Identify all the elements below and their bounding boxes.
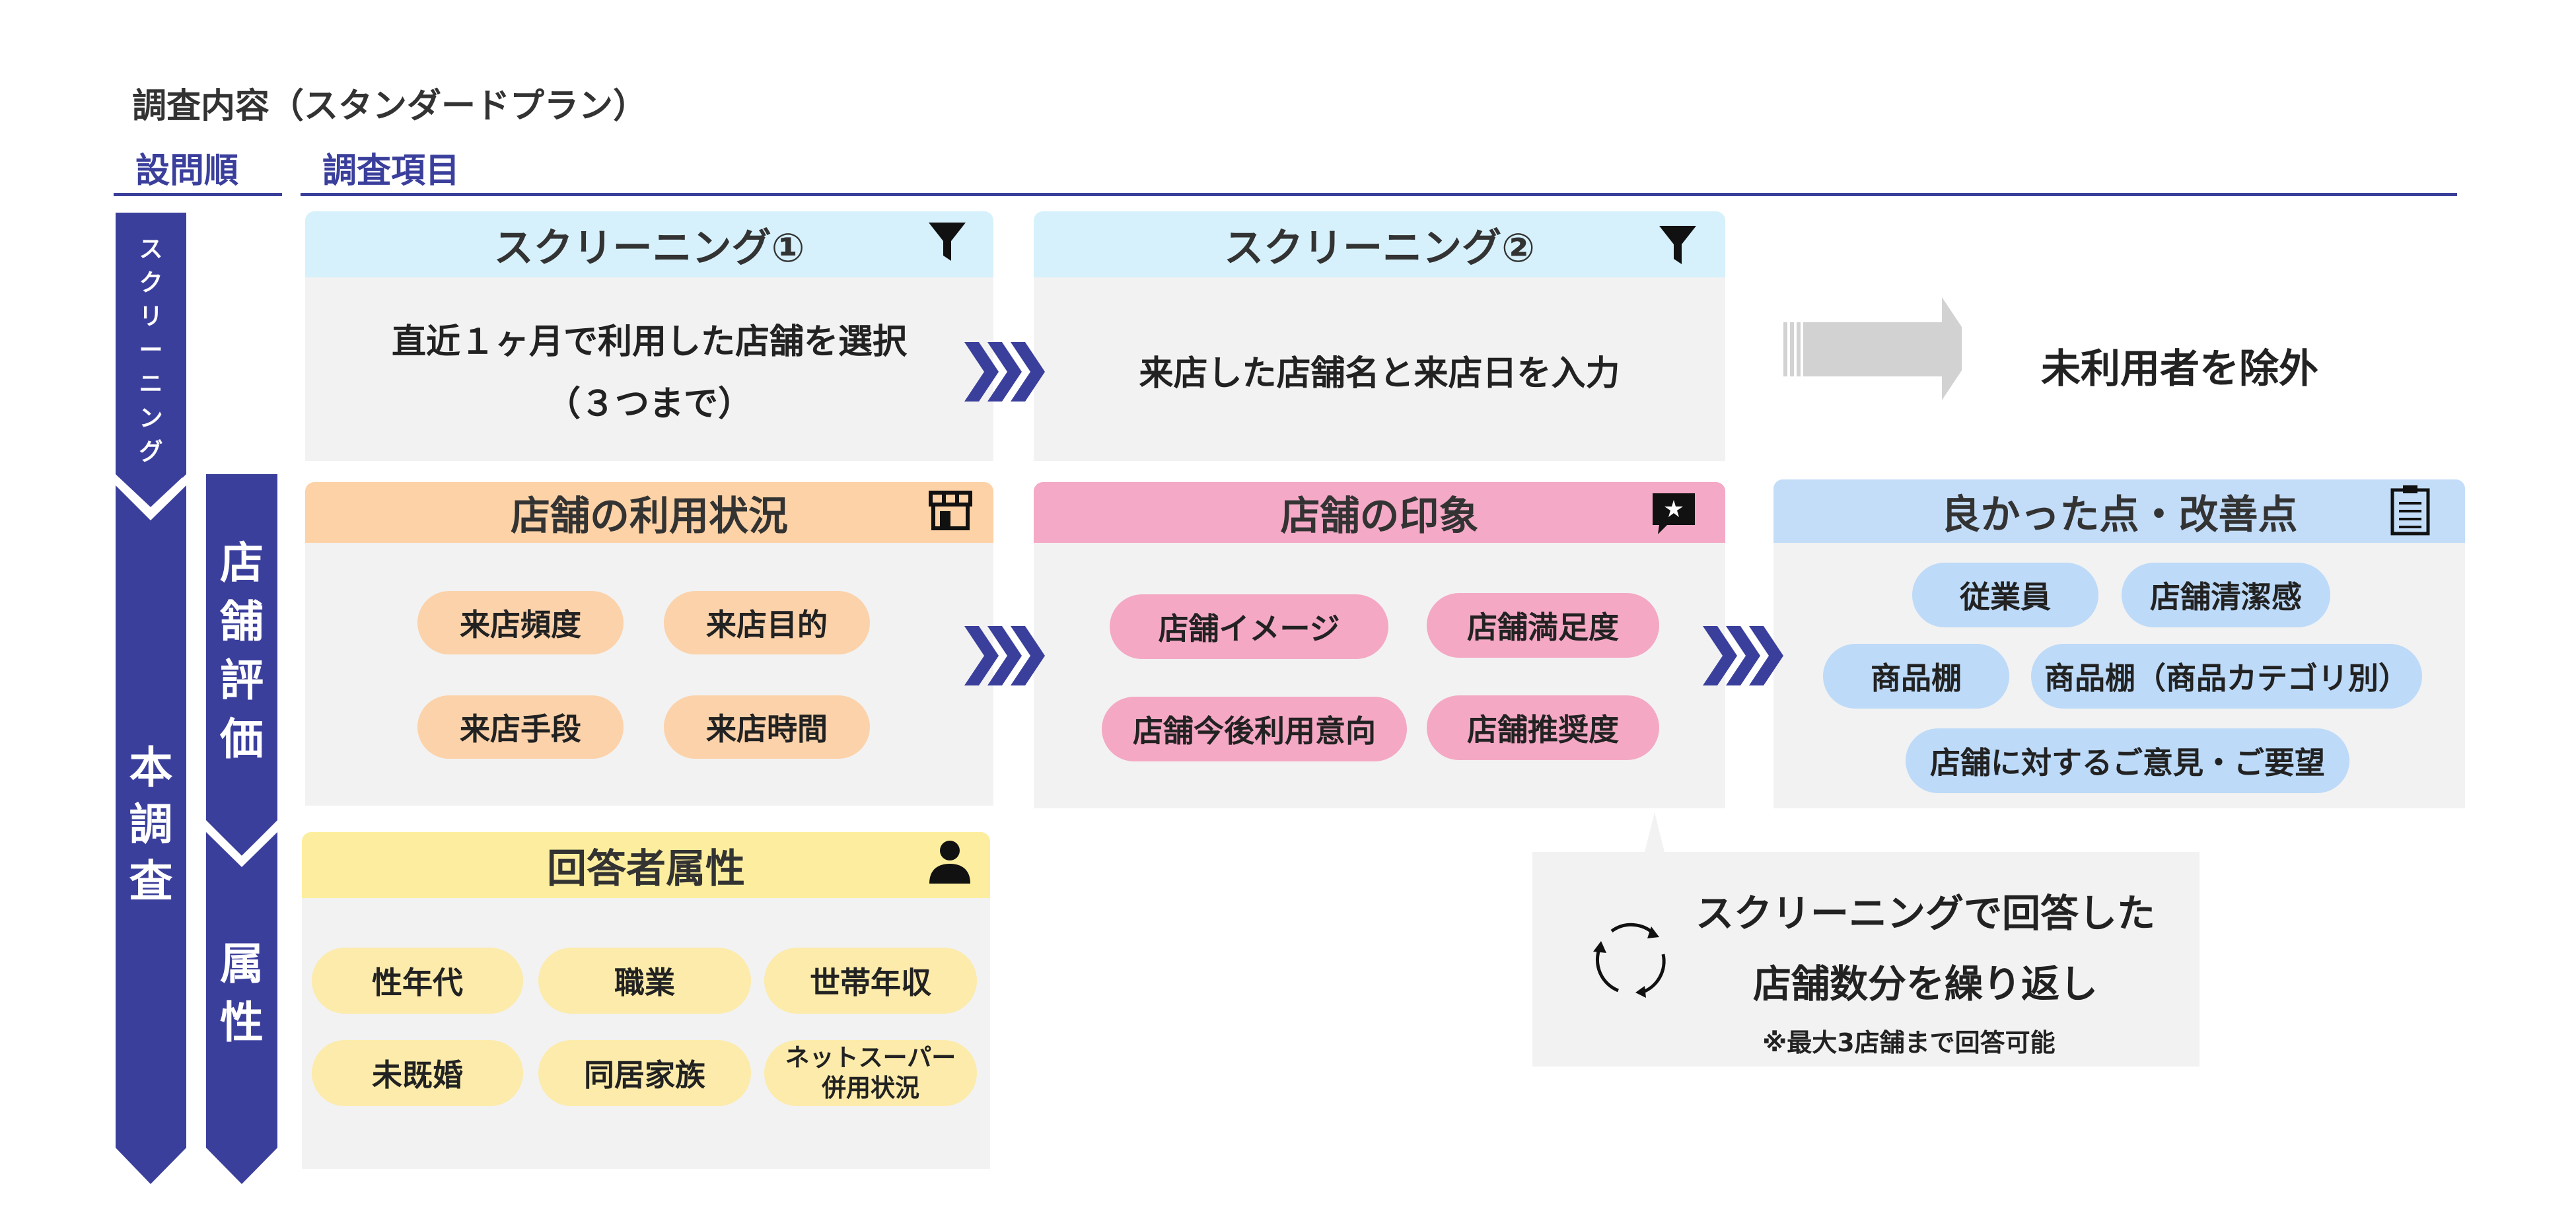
good-item-cleanliness: 店舗清潔感 [2122, 563, 2330, 627]
exclusion-text: 未利用者を除外 [2041, 346, 2318, 392]
respondent-item-household-members: 同居家族 [538, 1040, 751, 1106]
order-rule [114, 193, 282, 196]
good-item-shelves-by-category: 商品棚（商品カテゴリ別） [2031, 644, 2422, 709]
good-item-shelves: 商品棚 [1823, 644, 2009, 709]
respondent-item-household-income: 世帯年収 [764, 948, 977, 1014]
store-usage-title: 店舗の利用状況 [511, 493, 788, 540]
screening1-body: 直近１ヶ月で利用した店舗を選択 （３つまで） [305, 277, 993, 461]
screening-vertical-label: ス ク リ ー ニ ン グ [139, 236, 163, 466]
respondent-body [302, 898, 990, 1169]
store-usage-header: 店舗の利用状況 [305, 482, 993, 543]
screening-chevron [116, 213, 186, 509]
screening2-body: 来店した店舗名と来店日を入力 [1034, 277, 1725, 461]
respondent-item-marital-status: 未既婚 [312, 1040, 523, 1106]
store-impression-title: 店舗の印象 [1280, 493, 1479, 540]
respondent-item-occupation: 職業 [538, 948, 751, 1014]
screening1-line1: 直近１ヶ月で利用した店舗を選択 [391, 322, 907, 362]
impression-item-satisfaction: 店舗満足度 [1427, 593, 1659, 658]
usage-item-means: 来店手段 [417, 695, 624, 759]
respondent-header: 回答者属性 [302, 832, 990, 898]
usage-item-frequency: 来店頻度 [417, 591, 624, 654]
page-title: 調査内容（スタンダードプラン） [132, 87, 648, 126]
screening1-header: スクリーニング① [305, 211, 993, 277]
respondent-item-net-supermarket: ネットスーパー 併用状況 [764, 1040, 977, 1106]
net-supermarket-line1: ネットスーパー [785, 1043, 956, 1072]
usage-item-purpose: 来店目的 [664, 591, 870, 654]
chevrons-usage-to-impression [964, 626, 1045, 685]
usage-item-time: 来店時間 [664, 695, 870, 759]
respondent-title: 回答者属性 [547, 845, 745, 892]
repeat-note-text: スクリーニングで回答した 店舗数分を繰り返し [1678, 878, 2173, 1020]
good-points-header: 良かった点・改善点 [1773, 479, 2465, 543]
impression-item-image: 店舗イメージ [1110, 594, 1388, 659]
chevrons-screening [964, 342, 1045, 402]
main-survey-arrow [116, 485, 186, 1184]
attributes-arrow [206, 832, 277, 1184]
person-icon [929, 841, 970, 884]
repeat-note-line1: スクリーニングで回答した [1695, 891, 2155, 936]
survey-items-header: 調査項目 [322, 151, 460, 191]
attributes-vertical-label: 属 性 [220, 938, 264, 1049]
store-impression-body [1034, 543, 1725, 808]
rating-bubble-icon [1653, 493, 1695, 534]
screening1-line2: （３つまで） [546, 384, 752, 424]
screening1-title: スクリーニング① [493, 225, 805, 271]
repeat-callout-shape [1532, 812, 2200, 1067]
respondent-item-age-gender: 性年代 [312, 948, 523, 1014]
store-eval-vertical-label: 店 舗 評 価 [220, 538, 264, 765]
store-eval-arrow [206, 474, 277, 856]
store-usage-body [305, 543, 993, 806]
exclusion-arrow [1783, 297, 1962, 400]
impression-item-recommendation: 店舗推奨度 [1427, 695, 1659, 760]
main-survey-vertical-label: 本 調 査 [129, 742, 173, 907]
screening2-title: スクリーニング② [1224, 225, 1535, 271]
impression-item-future-use: 店舗今後利用意向 [1102, 697, 1407, 761]
net-supermarket-line2: 併用状況 [822, 1074, 919, 1102]
filter-icon [929, 223, 966, 261]
cycle-icon [1593, 923, 1666, 998]
clipboard-icon [2390, 485, 2430, 536]
store-impression-header: 店舗の印象 [1034, 482, 1725, 543]
items-rule [301, 193, 2457, 196]
good-item-staff: 従業員 [1912, 563, 2098, 627]
screening2-header: スクリーニング② [1034, 211, 1725, 277]
chevrons-impression-to-good [1703, 626, 1783, 685]
store-eval-chevron-line [206, 823, 277, 862]
screening-chevron-line [116, 477, 186, 513]
good-item-opinions: 店舗に対するご意見・ご要望 [1906, 728, 2349, 793]
good-points-title: 良かった点・改善点 [1941, 491, 2298, 538]
repeat-note-line2: 店舗数分を繰り返し [1752, 962, 2098, 1007]
screening2-text: 来店した店舗名と来店日を入力 [1139, 354, 1620, 394]
storefront-icon [929, 491, 972, 530]
filter-icon [1659, 226, 1696, 264]
question-order-header: 設問順 [135, 151, 239, 191]
repeat-note-small: ※最大3店舗まで回答可能 [1762, 1028, 2056, 1057]
